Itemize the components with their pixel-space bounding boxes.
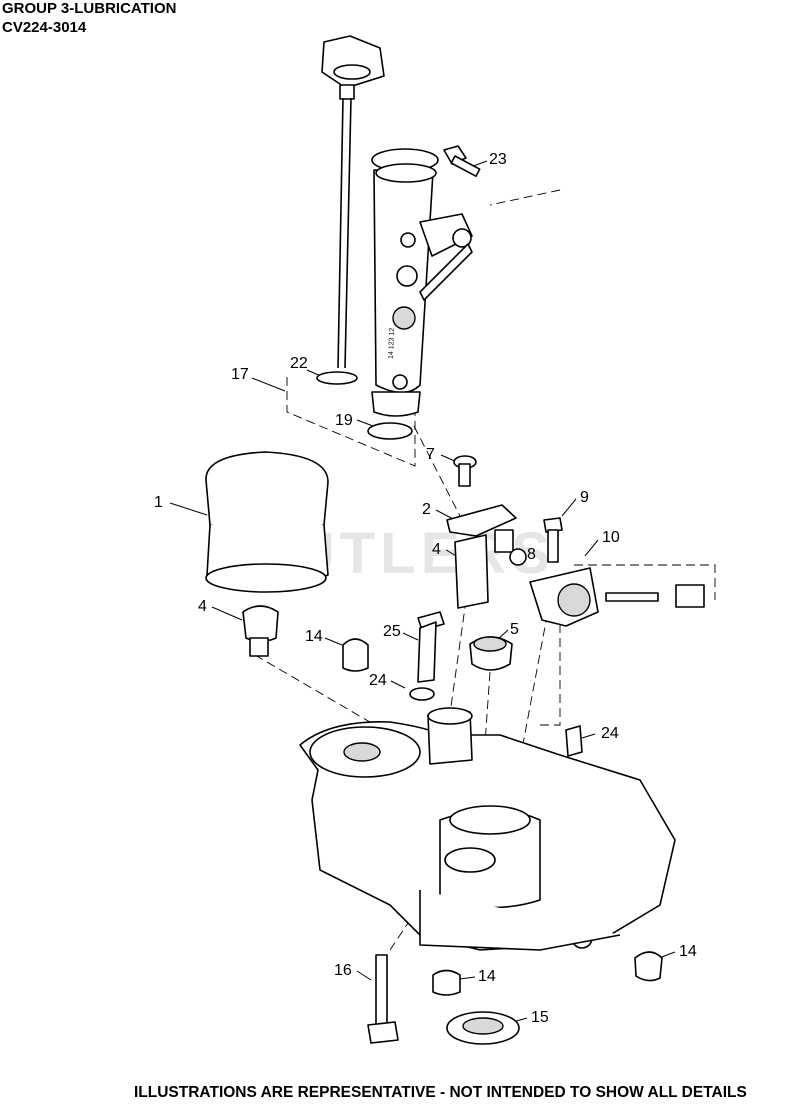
svg-text:14 123 12: 14 123 12 xyxy=(388,328,396,359)
part-10-oil-pump xyxy=(529,567,705,627)
callout-14-right: 14 xyxy=(679,943,697,960)
callout-4: 4 xyxy=(432,541,441,558)
part-7-bolt xyxy=(453,455,477,487)
part-22-bolt xyxy=(443,145,481,178)
callout-20: 22 xyxy=(290,355,308,372)
part-5-rotor xyxy=(469,636,513,671)
part-19-o-ring xyxy=(367,422,413,440)
callout-14-upper: 14 xyxy=(305,628,323,645)
footer-disclaimer: ILLUSTRATIONS ARE REPRESENTATIVE - NOT I… xyxy=(134,1084,747,1101)
crankcase-cover xyxy=(299,707,676,951)
callout-15: 15 xyxy=(531,1009,549,1026)
part-3-adapter xyxy=(242,605,279,657)
callout-23: 24 xyxy=(369,672,387,689)
callout-1: 1 xyxy=(154,494,163,511)
part-14-plug-right xyxy=(634,951,663,982)
part-9-bolt xyxy=(543,517,563,563)
page-title: GROUP 3-LUBRICATION xyxy=(2,0,177,17)
part-15-seal xyxy=(446,1011,520,1045)
part-4-gasket xyxy=(454,534,489,609)
callout-19: 19 xyxy=(335,412,353,429)
model-number: CV224-3014 xyxy=(2,19,87,36)
callout-16: 16 xyxy=(334,962,352,979)
callout-5: 5 xyxy=(510,621,519,638)
callout-22: 23 xyxy=(489,151,507,168)
callout-24: 24 xyxy=(601,725,619,742)
part-1-oil-filter xyxy=(205,451,329,593)
callout-17: 17 xyxy=(231,366,249,383)
callout-14-lower: 14 xyxy=(478,968,496,985)
part-14-plug-upper xyxy=(342,638,369,672)
callout-9: 9 xyxy=(580,489,589,506)
callout-3: 4 xyxy=(198,598,207,615)
callout-7: 7 xyxy=(426,446,435,463)
callout-10: 10 xyxy=(602,529,620,546)
callout-8: 8 xyxy=(527,546,536,563)
part-24-dowel xyxy=(565,725,583,757)
part-8-spring-ball xyxy=(494,529,527,566)
dipstick-tube: 14 123 12 xyxy=(371,148,473,417)
part-14-plug-lower xyxy=(432,969,461,996)
part-16-bolt xyxy=(367,954,399,1044)
part-23-washer xyxy=(409,687,435,701)
callout-25: 25 xyxy=(383,623,401,640)
part-20-o-ring xyxy=(316,371,358,385)
callout-2: 2 xyxy=(422,501,431,518)
part-2-plate xyxy=(446,504,517,537)
part-25-bolt xyxy=(417,611,445,683)
dipstick xyxy=(321,35,385,369)
